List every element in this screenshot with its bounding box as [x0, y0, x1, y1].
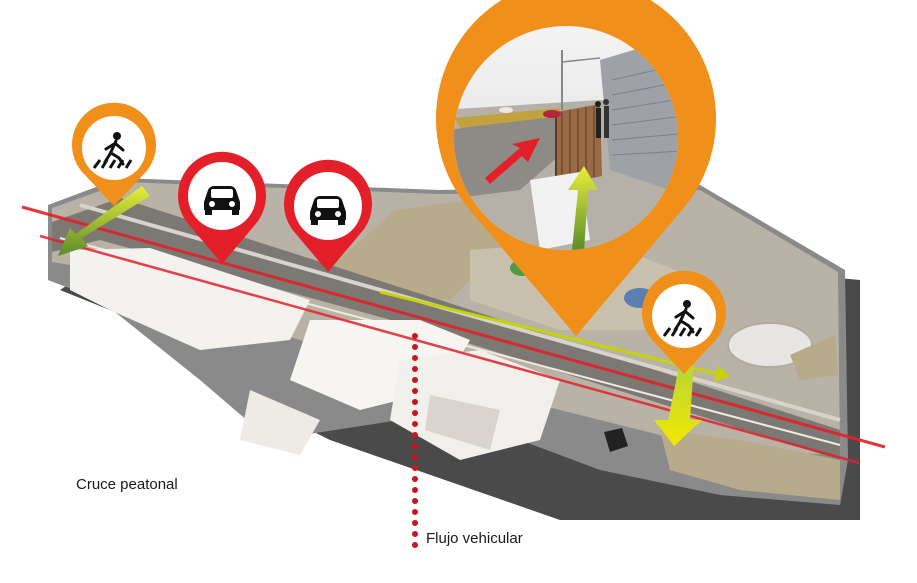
legend-vehicle-flow: Flujo vehicular: [426, 530, 523, 547]
legend-pedestrian-crossing: Cruce peatonal: [76, 476, 178, 493]
